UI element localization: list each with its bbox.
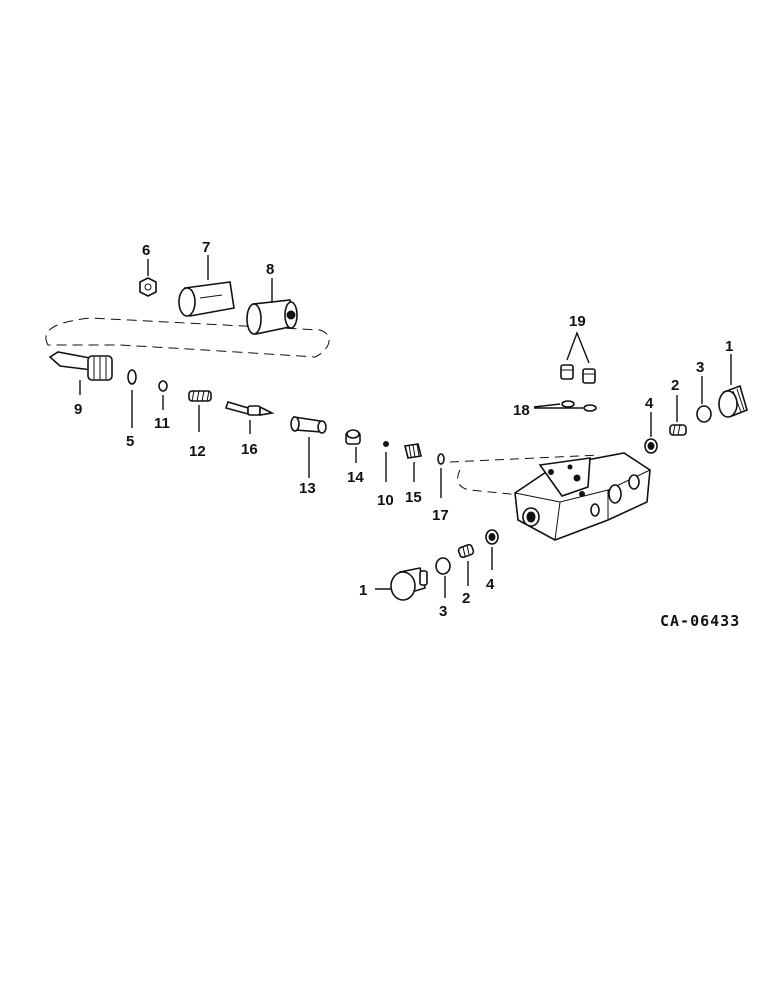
callout-19: 19 bbox=[569, 313, 586, 330]
callout-9: 9 bbox=[74, 401, 82, 418]
callout-4-lower: 4 bbox=[486, 576, 495, 593]
callout-10: 10 bbox=[377, 492, 394, 509]
part-19-plugs bbox=[560, 364, 596, 384]
part-4-washer-lower bbox=[485, 529, 499, 545]
callout-2-lower: 2 bbox=[462, 590, 470, 607]
callout-6: 6 bbox=[142, 242, 150, 259]
part-9-shaft bbox=[48, 351, 113, 381]
part-17-o-ring bbox=[437, 453, 445, 465]
callout-1-lower: 1 bbox=[359, 582, 367, 599]
callout-13: 13 bbox=[299, 480, 316, 497]
callout-15: 15 bbox=[405, 489, 422, 506]
valve-body bbox=[514, 452, 651, 541]
callout-11: 11 bbox=[154, 415, 170, 432]
callout-8: 8 bbox=[266, 261, 274, 278]
part-4-washer-right bbox=[644, 438, 658, 454]
callout-3-lower: 3 bbox=[439, 603, 447, 620]
callout-4-right: 4 bbox=[645, 395, 654, 412]
callout-7: 7 bbox=[202, 239, 210, 256]
part-13-sleeve bbox=[290, 416, 327, 434]
part-7-slotted-sleeve bbox=[178, 281, 235, 317]
callout-1-right: 1 bbox=[725, 338, 733, 355]
part-2-spring-lower bbox=[457, 543, 475, 559]
part-11-washer bbox=[158, 380, 168, 392]
part-10-ball bbox=[383, 441, 389, 447]
part-2-spring-right bbox=[669, 424, 687, 436]
figure-code: CA-06433 bbox=[660, 612, 740, 630]
part-1-plug-lower bbox=[390, 567, 428, 601]
part-12-spring bbox=[188, 390, 212, 402]
callout-2-right: 2 bbox=[671, 377, 679, 394]
part-18-o-rings bbox=[561, 400, 597, 412]
part-3-o-ring-lower bbox=[435, 557, 451, 575]
part-16-poppet bbox=[224, 401, 275, 416]
assembly-lines bbox=[45, 317, 601, 496]
part-14-cap bbox=[345, 429, 361, 445]
callout-12: 12 bbox=[189, 443, 206, 460]
part-3-o-ring-right bbox=[696, 405, 712, 423]
callout-5: 5 bbox=[126, 433, 134, 450]
callout-3-right: 3 bbox=[696, 359, 704, 376]
part-1-plug-right bbox=[718, 384, 748, 418]
callout-17: 17 bbox=[432, 507, 449, 524]
callout-14: 14 bbox=[347, 469, 364, 486]
part-15-seat bbox=[404, 443, 422, 459]
part-8-sleeve bbox=[246, 299, 298, 335]
callout-18: 18 bbox=[513, 402, 530, 419]
part-5-o-ring bbox=[127, 369, 137, 385]
part-6-nut bbox=[139, 277, 157, 297]
callout-16: 16 bbox=[241, 441, 258, 458]
